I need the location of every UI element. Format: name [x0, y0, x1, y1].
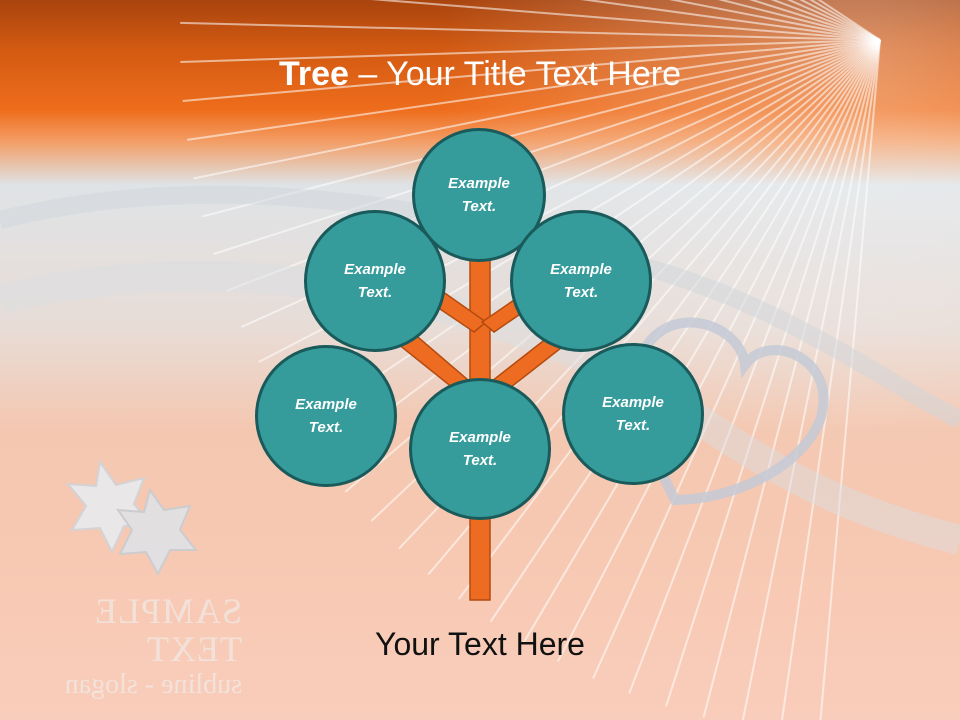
- logo-line1: SAMPLE TEXT: [93, 591, 242, 669]
- logo-line2: subline - slogan: [64, 669, 242, 700]
- node-upper-left-line2: Text.: [357, 284, 393, 301]
- node-lower-left-line1: Example: [295, 396, 357, 413]
- bottom-caption: Your Text Here: [375, 626, 585, 662]
- title-rest: – Your Title Text Here: [348, 55, 681, 93]
- star-logo-icon: [65, 459, 199, 577]
- title-bold: Tree: [279, 55, 349, 93]
- node-top-line2: Text.: [461, 198, 497, 215]
- node-center-line1: Example: [449, 429, 511, 446]
- node-upper-right-line1: Example: [550, 261, 612, 278]
- node-lower-right-line1: Example: [602, 394, 664, 411]
- node-center-line2: Text.: [462, 452, 498, 469]
- logo-mirrored-text: SAMPLE TEXT subline - slogan: [20, 591, 242, 702]
- node-upper-right-line2: Text.: [563, 284, 599, 301]
- slide-title: Tree – Your Title Text Here: [0, 52, 960, 96]
- node-lower-left-line2: Text.: [308, 419, 344, 436]
- node-lower-right-line2: Text.: [615, 417, 651, 434]
- node-upper-left-line1: Example: [344, 261, 406, 278]
- node-top-line1: Example: [448, 175, 510, 192]
